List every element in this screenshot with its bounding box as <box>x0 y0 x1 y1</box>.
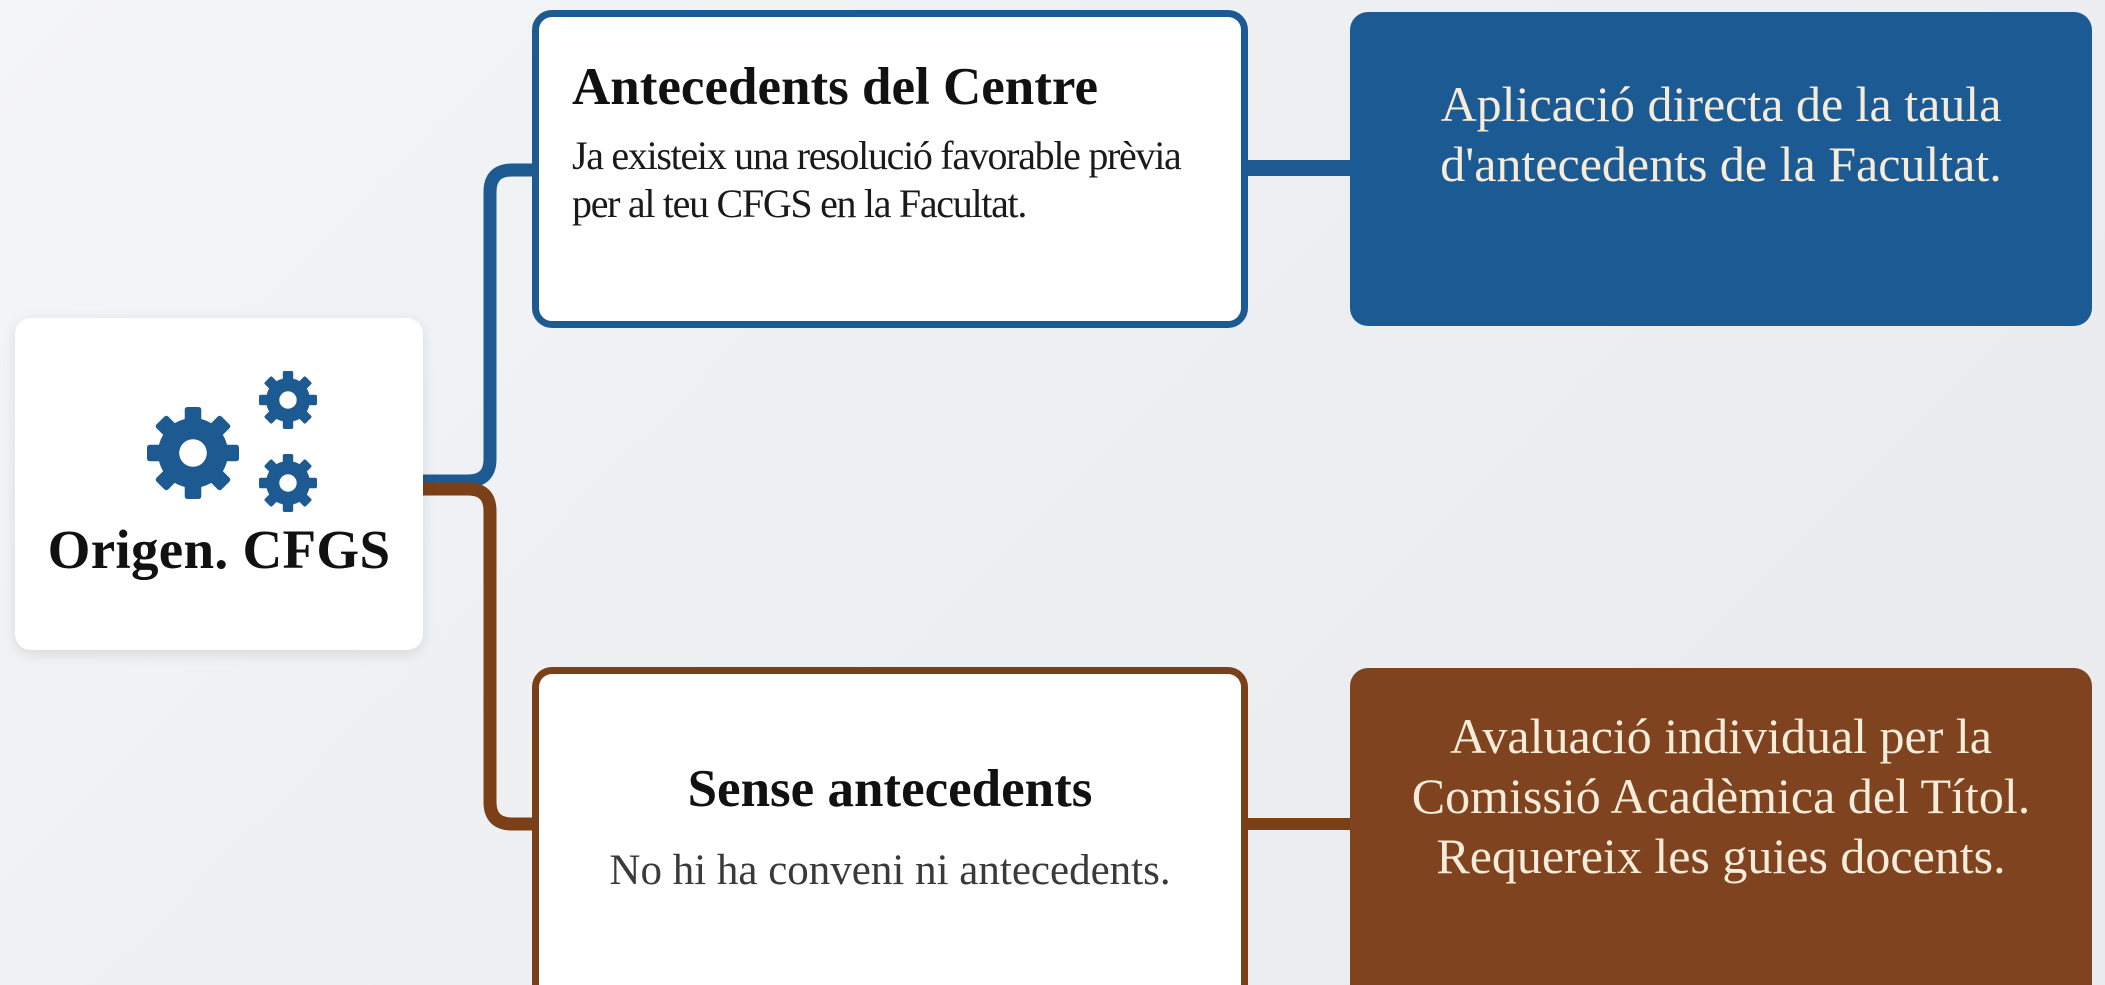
gears-icon <box>135 358 335 533</box>
branch-card-centre: Antecedents del Centre Ja existeix una r… <box>532 10 1248 328</box>
origin-node: Origen. CFGS <box>15 318 423 650</box>
outcome-box-centre: Aplicació directa de la taula d'antecede… <box>1350 12 2092 326</box>
outcome-text: Avaluació individual per la Comissió Aca… <box>1411 708 2031 884</box>
origin-label: Origen. CFGS <box>47 519 391 580</box>
branch-card-sense: Sense antecedents No hi ha conveni ni an… <box>532 667 1248 985</box>
outcome-box-sense: Avaluació individual per la Comissió Aca… <box>1350 668 2092 985</box>
outcome-text: Aplicació directa de la taula d'antecede… <box>1440 76 2002 192</box>
connector-origin-to-centre <box>416 163 542 488</box>
branch-heading: Sense antecedents <box>687 760 1093 818</box>
branch-description: No hi ha conveni ni antecedents. <box>609 847 1171 894</box>
connector-origin-to-sense <box>416 482 542 831</box>
branch-description: Ja existeix una resolució favorable prèv… <box>572 133 1182 226</box>
branch-heading: Antecedents del Centre <box>572 58 1098 116</box>
